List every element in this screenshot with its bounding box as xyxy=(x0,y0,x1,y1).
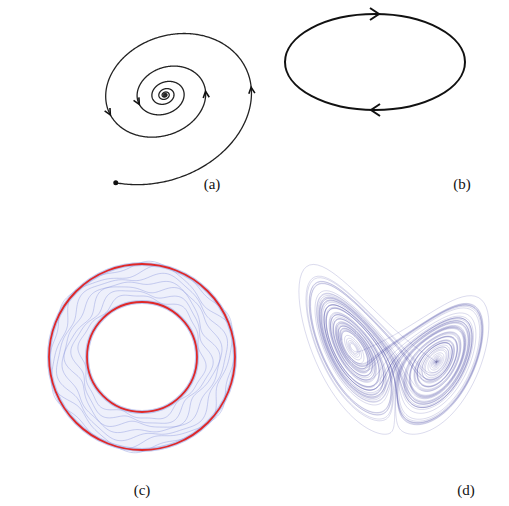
lorenz-attractor xyxy=(299,264,489,434)
annulus-ground xyxy=(68,283,216,431)
panel-label: (c) xyxy=(134,482,151,499)
orbit-halo xyxy=(87,302,197,412)
spiral-portrait xyxy=(105,34,255,186)
panel-label: (b) xyxy=(453,176,471,193)
panel-label: (d) xyxy=(457,482,475,499)
invariant-circle xyxy=(87,302,197,412)
chaotic-trajectory xyxy=(299,264,489,434)
limit-cycle xyxy=(285,8,465,116)
flow-line xyxy=(64,287,220,427)
flow-line xyxy=(52,265,233,449)
flow-line xyxy=(56,273,227,440)
direction-arrow xyxy=(370,8,379,20)
invariant-circle xyxy=(49,264,235,450)
initial-point xyxy=(113,180,118,185)
panel-label: (a) xyxy=(204,176,221,193)
closed-orbit xyxy=(285,14,465,110)
flow-line xyxy=(62,281,222,432)
direction-arrow xyxy=(105,108,111,115)
direction-arrow xyxy=(203,91,209,98)
flow-line xyxy=(78,295,206,419)
direction-arrow xyxy=(371,104,380,116)
trajectory xyxy=(106,34,252,185)
flow-line xyxy=(50,261,234,452)
torus-flow xyxy=(49,261,235,452)
direction-arrow xyxy=(249,87,255,94)
flow-line xyxy=(71,291,213,424)
orbit-halo xyxy=(49,264,235,450)
direction-arrow xyxy=(134,97,140,104)
